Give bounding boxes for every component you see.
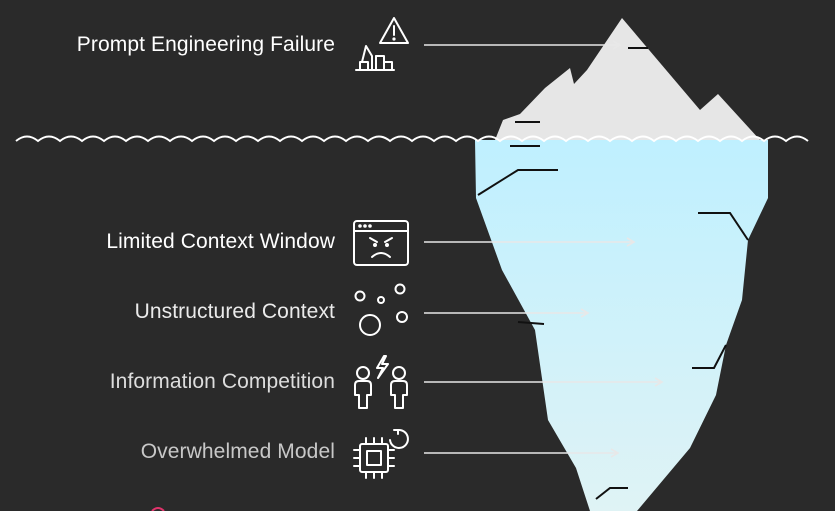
iceberg-underwater <box>475 140 768 511</box>
label-unstructured-context: Unstructured Context <box>134 300 335 323</box>
label-overwhelmed-model: Overwhelmed Model <box>140 440 335 463</box>
iceberg-cracks <box>477 47 749 500</box>
water-line <box>15 135 809 143</box>
conflict-icon <box>354 355 408 409</box>
angry-window-icon <box>353 220 409 266</box>
bubbles-icon <box>354 283 408 336</box>
iceberg-tip <box>495 18 760 140</box>
chip-cycle-icon <box>353 428 409 479</box>
label-prompt-engineering-failure: Prompt Engineering Failure <box>76 33 335 56</box>
label-information-competition: Information Competition <box>109 370 335 393</box>
hazard-icon <box>355 17 409 71</box>
label-limited-context-window: Limited Context Window <box>106 230 335 253</box>
